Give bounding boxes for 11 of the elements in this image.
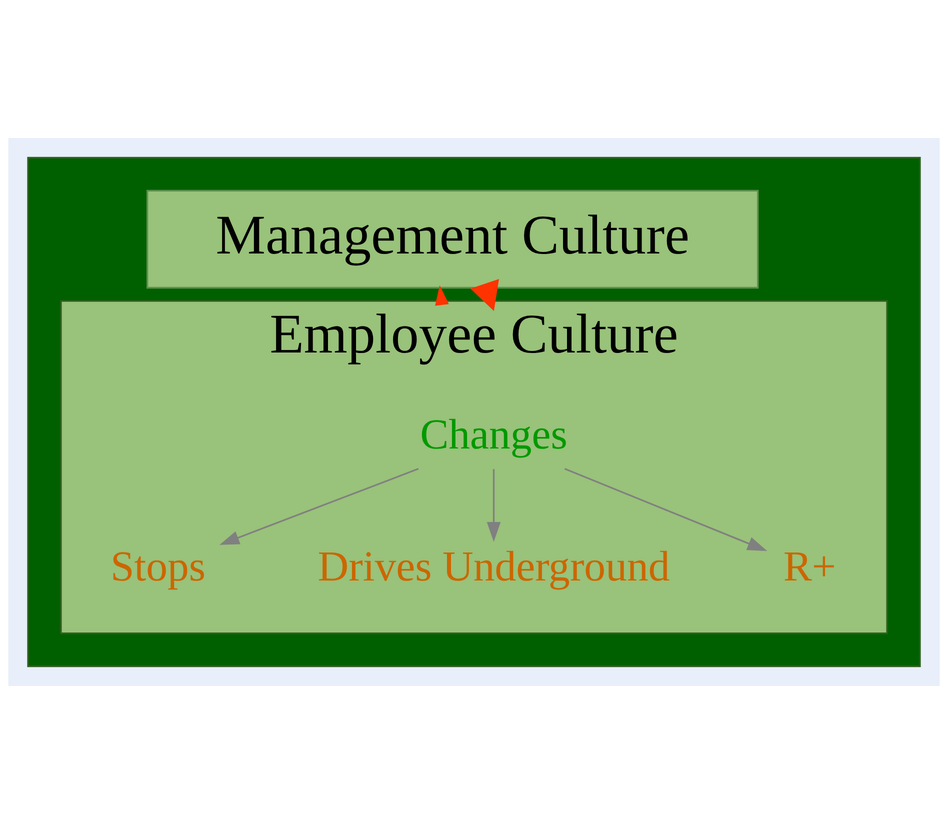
cluster <box>27 156 921 668</box>
arrow <box>486 469 501 542</box>
arrow <box>470 278 499 311</box>
node-text: Changes <box>420 412 568 459</box>
arrow <box>435 285 449 306</box>
arrow <box>220 468 419 545</box>
node-box: Management Culture <box>146 190 759 289</box>
node-text: Stops <box>110 543 206 590</box>
arrow <box>564 468 768 552</box>
node-text: R+ <box>783 543 836 590</box>
node-text: Drives Underground <box>318 543 670 590</box>
